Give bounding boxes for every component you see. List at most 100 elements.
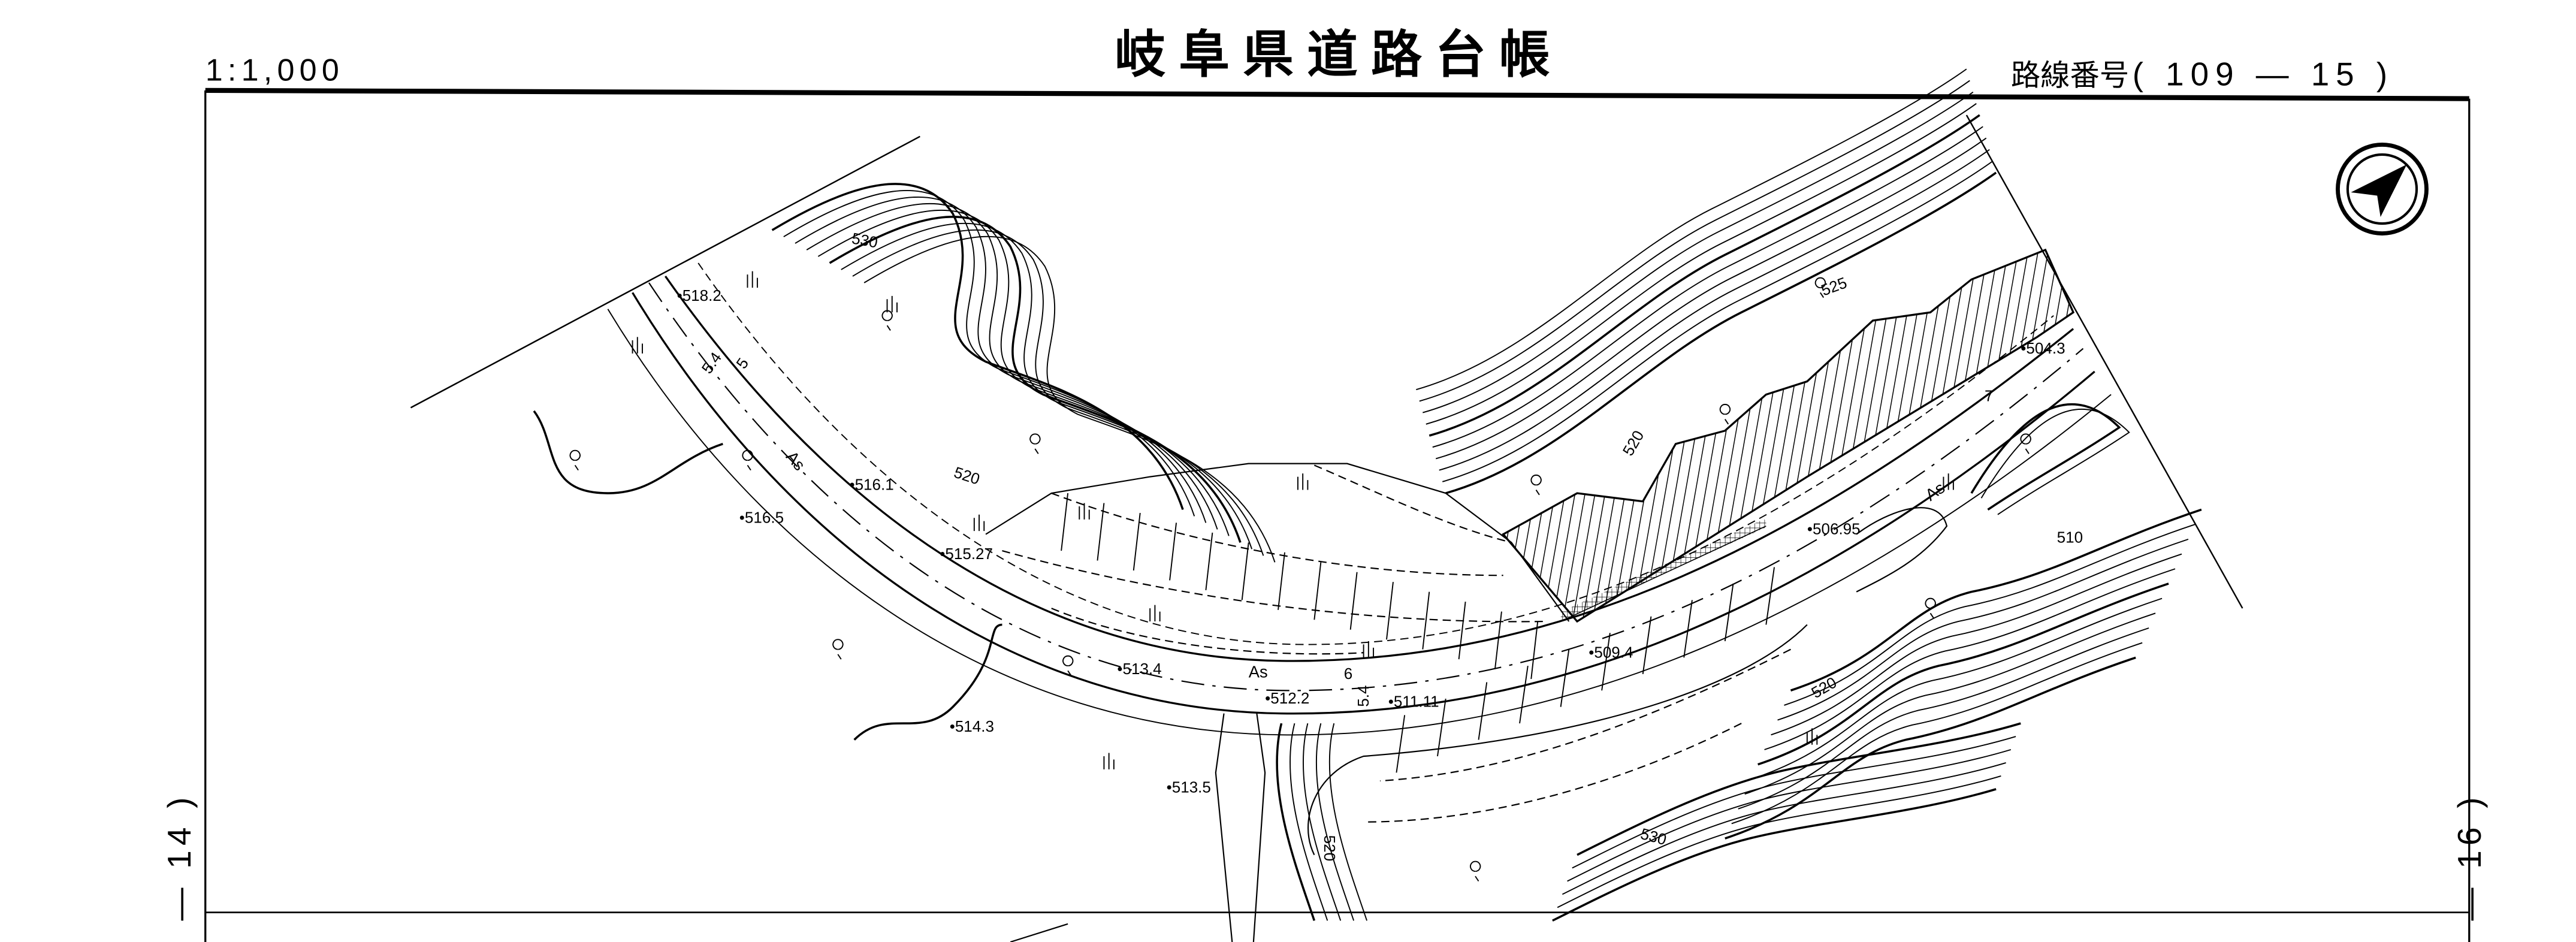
contour-line	[1289, 723, 1328, 921]
vegetation-symbols	[569, 271, 2031, 882]
contour-line	[1315, 723, 1355, 921]
slope-tick	[1169, 523, 1177, 581]
contour-label: 525	[1819, 273, 1849, 299]
slope-tick	[1458, 601, 1466, 660]
pavement-type-label: As	[783, 448, 809, 474]
contour-line	[1419, 80, 1970, 402]
contour-label: 520	[1808, 673, 1840, 702]
contour-line	[1432, 126, 1983, 448]
contour-line	[863, 236, 1276, 563]
north-arrow-icon	[2336, 142, 2429, 236]
field-symbol	[1925, 597, 1936, 619]
contour-line	[1439, 149, 1990, 471]
contour-label: 510	[2057, 528, 2083, 546]
grass-symbol	[1806, 728, 1818, 745]
contour-lines	[533, 68, 2202, 922]
map-title: 岐阜県道路台帳	[1115, 26, 1563, 85]
slope-tick	[1530, 621, 1539, 680]
grass-symbol	[1363, 641, 1375, 658]
contour-line	[1567, 749, 2012, 882]
road-width-label: 7	[1985, 387, 1993, 404]
road	[607, 262, 2112, 942]
contour-line	[1725, 656, 2136, 840]
grass-symbol	[1297, 473, 1309, 490]
contour-line	[1552, 788, 1997, 922]
grass-symbol	[747, 271, 758, 288]
field-symbol	[1029, 433, 1041, 454]
embankment-slope	[985, 463, 1948, 856]
slope-tick	[1061, 493, 1069, 551]
pavement-type-label: As	[1249, 662, 1268, 681]
grass-symbol	[1943, 473, 1954, 490]
elevation-point: •513.4	[1117, 660, 1161, 678]
field-symbol	[881, 310, 893, 331]
field-symbol	[742, 449, 753, 471]
field-symbol	[1062, 655, 1074, 677]
grass-symbol	[1079, 503, 1090, 520]
field-symbol	[1719, 403, 1731, 425]
contour-label: 520	[1619, 427, 1648, 459]
grass-symbol	[1103, 753, 1115, 769]
adjacent-sheet-left: — 14 )	[161, 792, 198, 920]
road-width-label: 5	[732, 355, 752, 372]
contour-line	[1328, 723, 1368, 921]
field-symbol	[1530, 474, 1542, 496]
slope-tick	[1478, 682, 1488, 740]
grass-symbol	[1149, 605, 1161, 622]
contour-line	[1751, 597, 2163, 780]
slope-tick	[1765, 567, 1775, 625]
contour-line	[1423, 91, 1974, 413]
elevation-point: •511.11	[1388, 693, 1439, 711]
route-number-label: 路線番号	[2011, 58, 2129, 93]
road-width-label: 6	[1344, 665, 1352, 683]
contour-line	[1744, 612, 2156, 795]
slope-tick	[1642, 616, 1652, 674]
contour-line	[1442, 161, 1994, 482]
elevation-point: •513.5	[1167, 778, 1211, 796]
road-width-label: 5.4	[698, 349, 725, 377]
scale-label: 1:1,000	[206, 53, 344, 87]
road-width-label: 5.4	[1354, 685, 1372, 707]
slope-tick	[1683, 600, 1693, 658]
route-number: ( 109 — 15 )	[2133, 56, 2394, 93]
slope-tick	[1097, 503, 1105, 561]
contour-line	[1764, 568, 2176, 750]
contour-line	[1784, 524, 2196, 706]
adjacent-sheet-right: — 16 )	[2451, 792, 2488, 920]
contour-line	[1777, 538, 2189, 721]
elevation-point: •512.2	[1265, 689, 1309, 707]
contour-line	[1562, 762, 2006, 895]
contour-line	[1303, 723, 1342, 921]
contour-label: 530	[1639, 825, 1669, 849]
contour-line	[1435, 137, 1987, 460]
contour-line	[771, 183, 1184, 511]
slope-tick	[1396, 715, 1406, 773]
elevation-point: •509.4	[1589, 643, 1633, 661]
slope-tick	[1133, 512, 1141, 571]
contour-line	[853, 623, 1002, 741]
slope-tick	[1560, 649, 1570, 707]
slope-tick	[1519, 665, 1529, 724]
contour-line	[1445, 171, 1997, 494]
grass-symbol	[632, 337, 643, 354]
slope-tick	[1205, 532, 1213, 591]
slope-tick	[1422, 591, 1430, 650]
elevation-point: •516.1	[849, 476, 893, 494]
survey-boundary	[410, 114, 2243, 609]
elevation-point: •518.2	[677, 286, 721, 304]
slope-tick	[1494, 611, 1502, 669]
slope-tick	[1241, 542, 1249, 600]
contour-line	[1426, 103, 1977, 425]
field-symbol	[832, 639, 844, 660]
contour-label: 520	[1321, 835, 1339, 861]
field-symbol	[2020, 433, 2031, 454]
slope-tick	[1349, 572, 1358, 630]
contour-line	[1731, 642, 2143, 825]
contour-line	[1738, 627, 2149, 810]
contour-line	[1572, 736, 2016, 869]
contour-line	[533, 410, 723, 494]
contour-line	[1429, 114, 1980, 437]
contour-line	[783, 190, 1195, 517]
contour-line	[1757, 582, 2169, 766]
